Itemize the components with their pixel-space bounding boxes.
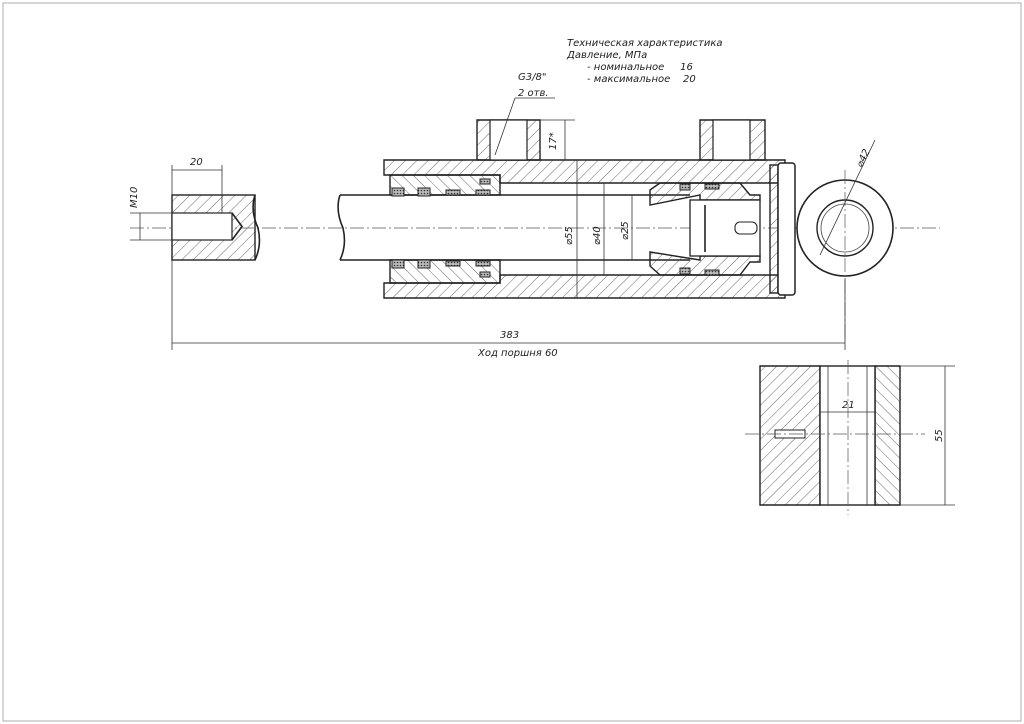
dia-55-label: ⌀55 [564,226,575,245]
tech-spec-title: Техническая характеристика [567,38,723,49]
port-height-label: 17* [548,132,559,150]
port-thread-label: G3/8" [518,72,546,83]
eye-width-label: 55 [934,429,945,442]
dia-25-label: ⌀25 [620,221,631,240]
rod-end [171,194,690,261]
dimension-lines [130,97,846,350]
rod-thread-label: M10 [129,187,140,208]
eye-end-view [796,139,894,340]
dia-40-label: ⌀40 [592,226,603,245]
stroke-label: Ход поршня 60 [477,348,558,359]
tech-spec-pressure: Давление, МПа [566,50,647,61]
tech-spec-maximal: - максимальное 20 [587,74,696,85]
cylinder-body [383,119,796,299]
thread-length-label: 20 [190,157,203,168]
port-count-label: 2 отв. [518,88,549,99]
eye-inner-width-label: 21 [842,400,855,411]
tech-spec-nominal: - номинальное 16 [587,62,693,73]
eye-section-view [745,360,955,515]
total-length-label: 383 [500,330,519,341]
